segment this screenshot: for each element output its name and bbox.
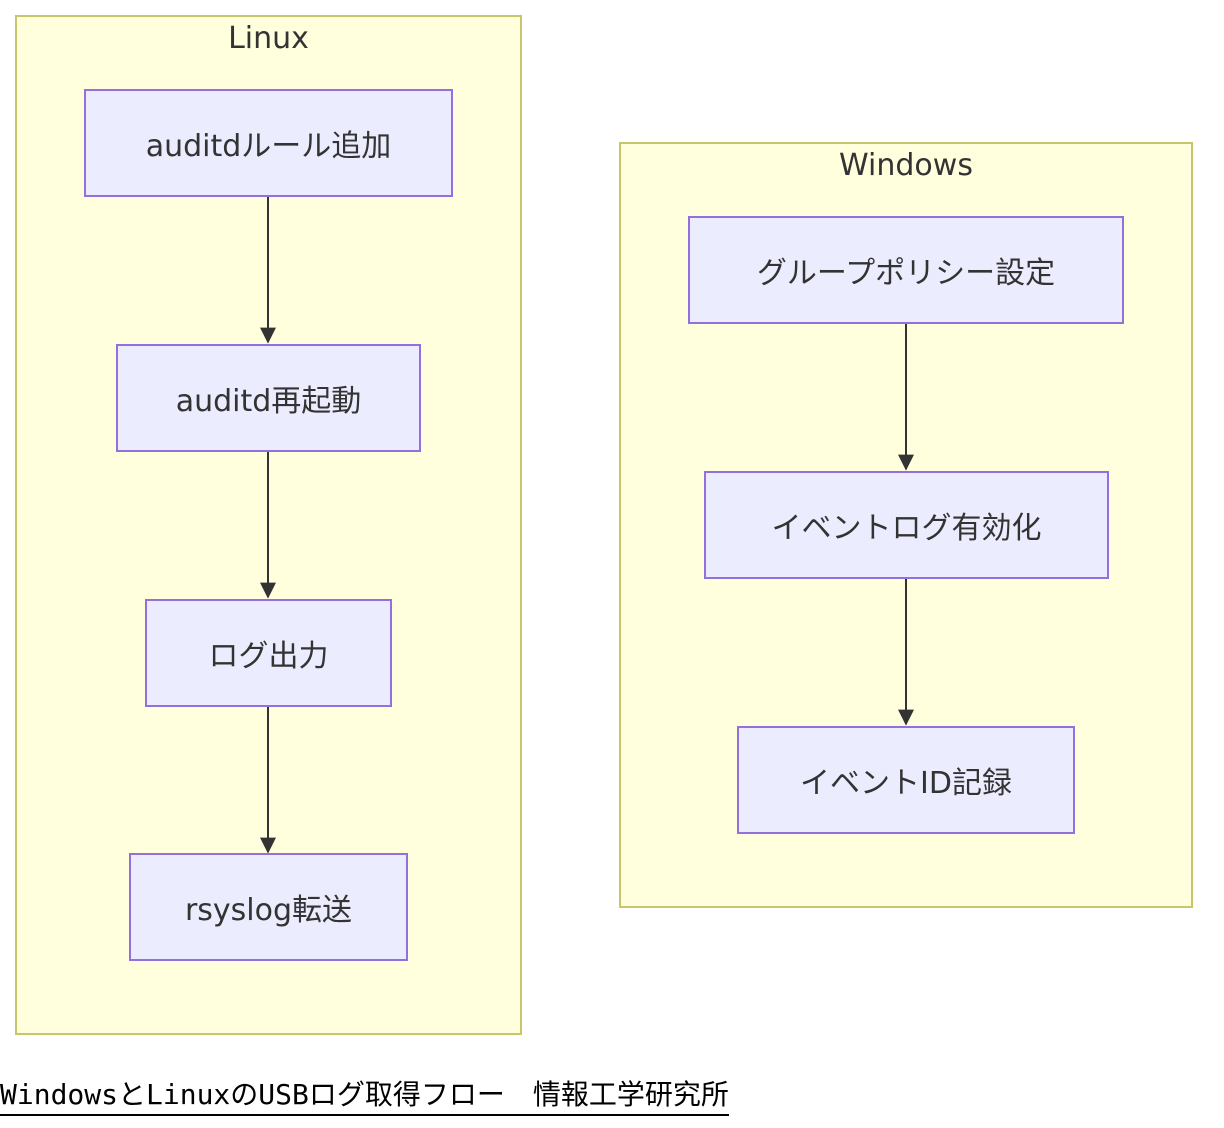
windows-cluster-title: Windows	[839, 148, 973, 183]
node-rsyslog-forward: rsyslog転送	[129, 853, 408, 961]
node-eventid-record: イベントID記録	[737, 726, 1075, 834]
node-log-output: ログ出力	[145, 599, 392, 707]
node-auditd-rule-add: auditdルール追加	[84, 89, 453, 197]
diagram-caption: WindowsとLinuxのUSBログ取得フロー 情報工学研究所	[0, 1076, 729, 1116]
linux-cluster-title: Linux	[228, 21, 309, 56]
node-auditd-restart: auditd再起動	[116, 344, 421, 452]
node-eventlog-enable: イベントログ有効化	[704, 471, 1109, 579]
node-group-policy: グループポリシー設定	[688, 216, 1124, 324]
